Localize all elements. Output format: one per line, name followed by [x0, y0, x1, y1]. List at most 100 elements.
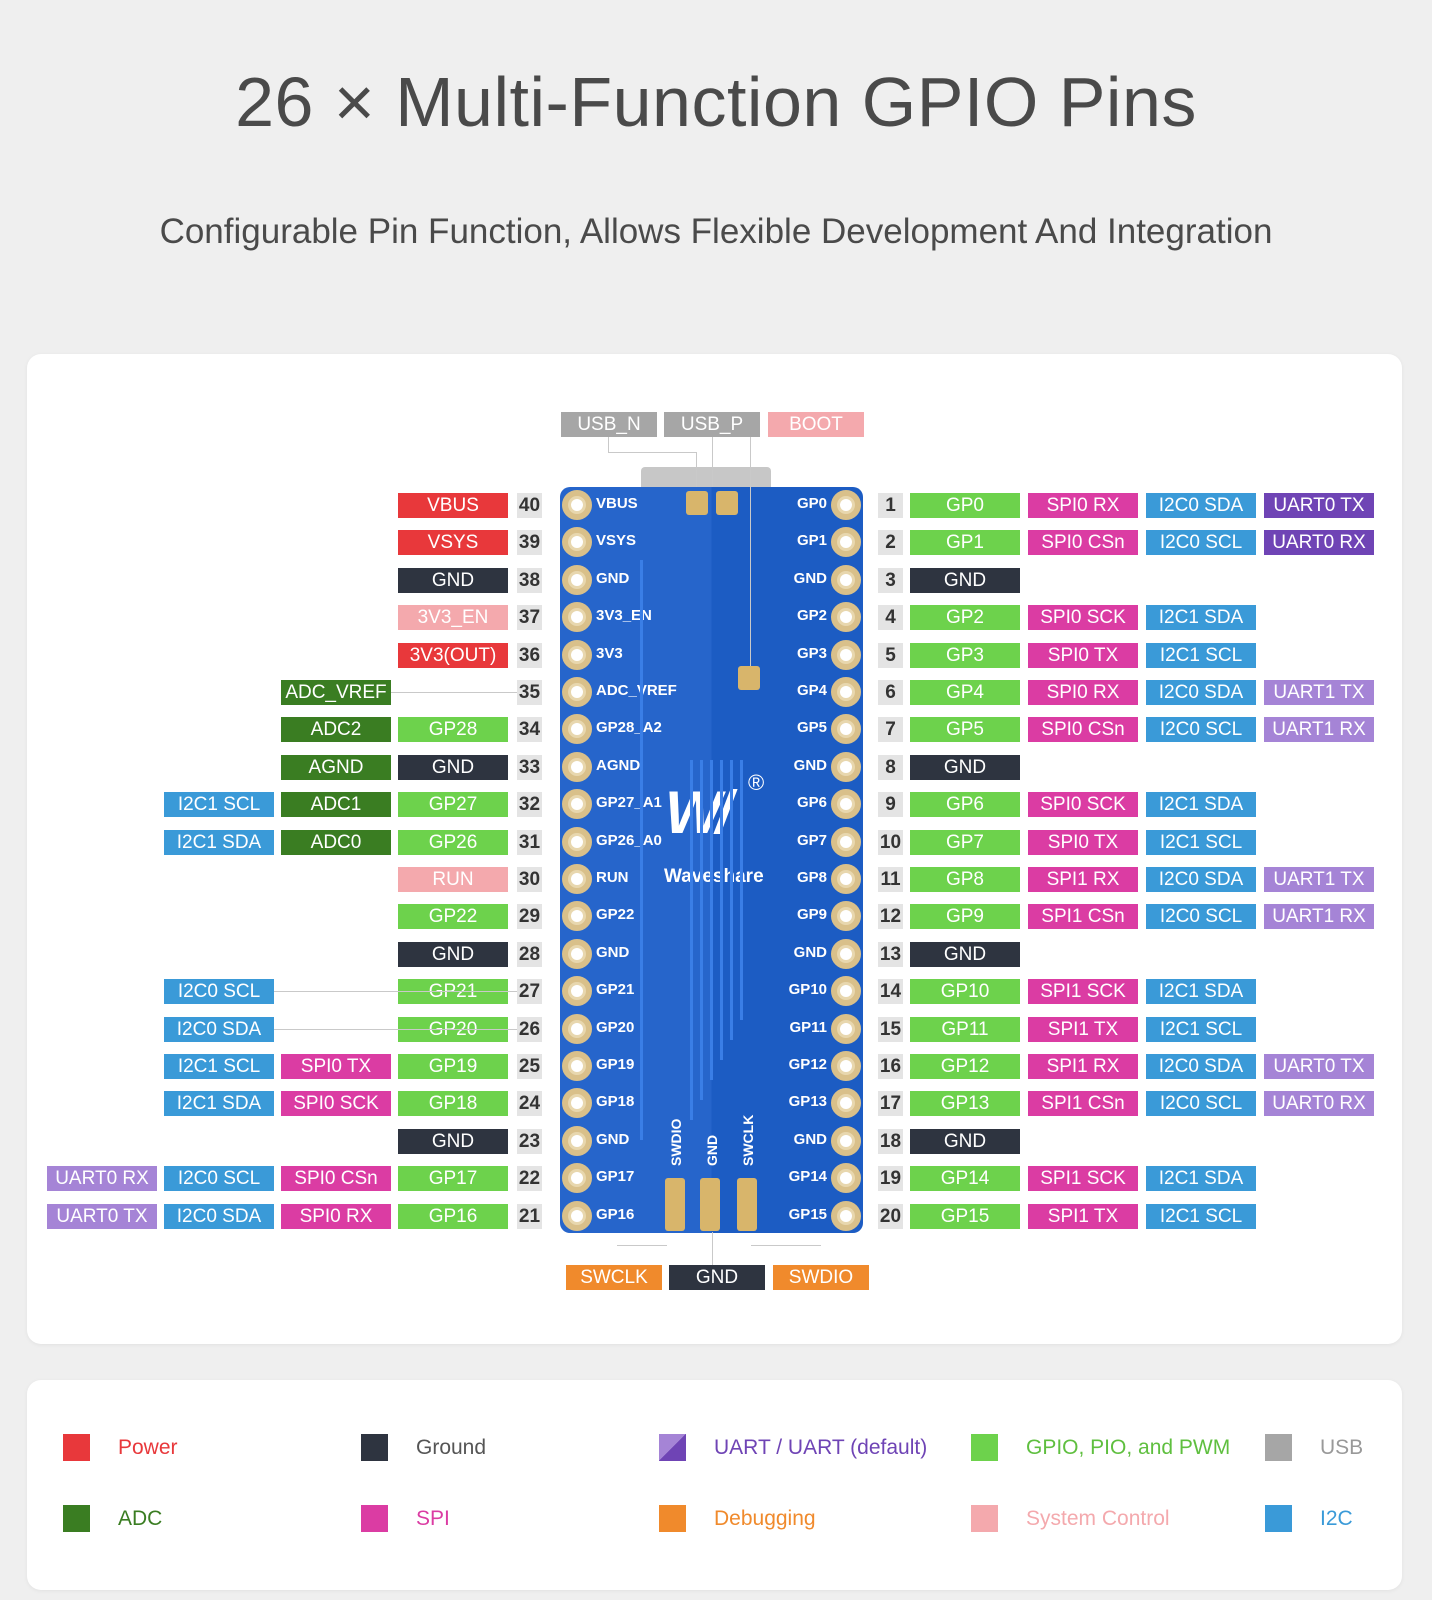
pin-number: 6: [878, 680, 903, 705]
legend-label: UART / UART (default): [714, 1435, 928, 1459]
pin-silkscreen-label: GP17: [596, 1168, 635, 1186]
legend-swatch: [659, 1505, 686, 1532]
pin-connector-line: [274, 1028, 517, 1030]
pin-function-tag: SPI0 SCK: [1028, 605, 1138, 631]
pin-pad: [562, 1125, 592, 1156]
pin-function-tag: UART0 TX: [1264, 1054, 1374, 1079]
pin-silkscreen-label: GND: [793, 569, 827, 587]
pin-function-tag: I2C0 SCL: [1146, 904, 1256, 930]
pin-silkscreen-label: GP20: [596, 1018, 635, 1036]
pin-function-tag: GP16: [398, 1203, 508, 1229]
pin-silkscreen-label: GND: [793, 943, 827, 961]
pin-number: 15: [878, 1016, 903, 1042]
legend-item: System Control: [971, 1505, 1170, 1532]
waveshare-logo-icon: W/: [665, 779, 732, 846]
pin-function-tag: GND: [910, 941, 1020, 967]
top-pin-label: BOOT: [768, 412, 864, 437]
pin-function-tag: GP4: [910, 680, 1020, 705]
pin-function-tag: SPI1 RX: [1028, 867, 1138, 892]
legend-label: ADC: [118, 1506, 163, 1530]
board-trace: [710, 760, 713, 1080]
pin-function-tag: GP22: [398, 904, 508, 930]
pin-pad: [831, 1163, 861, 1194]
pin-function-tag: VBUS: [398, 493, 508, 518]
pin-silkscreen-label: GP7: [796, 831, 827, 849]
pin-function-tag: SPI1 SCK: [1028, 979, 1138, 1005]
pin-number: 20: [878, 1203, 903, 1229]
debug-pin-label: SWCLK: [566, 1265, 662, 1290]
pin-function-tag: SPI1 RX: [1028, 1054, 1138, 1079]
swclk-line: [712, 1232, 713, 1265]
legend-swatch: [361, 1505, 388, 1532]
pin-number: 10: [878, 829, 903, 855]
pin-function-tag: GP28: [398, 717, 508, 743]
pin-pad: [831, 1088, 861, 1119]
pin-function-tag: UART0 RX: [47, 1166, 157, 1192]
legend-item: ADC: [63, 1505, 162, 1532]
pin-function-tag: ADC0: [281, 829, 391, 855]
pin-silkscreen-label: VSYS: [596, 532, 637, 550]
pin-function-tag: 3V3_EN: [398, 605, 508, 631]
pin-silkscreen-label: ADC_VREF: [596, 682, 677, 699]
legend-swatch: [1265, 1505, 1292, 1532]
pin-silkscreen-label: VBUS: [596, 495, 638, 512]
board-trace: [720, 760, 723, 1060]
pin-number: 28: [517, 941, 542, 967]
debug-pad: [700, 1178, 720, 1231]
pin-function-tag: GP19: [398, 1054, 508, 1079]
pin-pad: [562, 826, 592, 857]
top-pin-label: USB_P: [664, 412, 760, 437]
legend-label: Ground: [416, 1435, 487, 1459]
pin-pad: [562, 1200, 592, 1231]
board-trace: [640, 560, 643, 1140]
pin-pad: [831, 1051, 861, 1081]
pin-pad: [562, 901, 592, 932]
pin-function-tag: I2C1 SDA: [1146, 1166, 1256, 1192]
pin-function-tag: I2C1 SCL: [1146, 1203, 1256, 1229]
pin-pad: [831, 677, 861, 707]
pin-function-tag: GP8: [910, 867, 1020, 892]
usb-pad: [716, 491, 738, 515]
pin-number: 30: [517, 867, 542, 892]
pin-function-tag: AGND: [281, 754, 391, 780]
legend-swatch: [1265, 1434, 1292, 1461]
pin-number: 21: [517, 1203, 542, 1229]
pin-function-tag: I2C0 SDA: [1146, 867, 1256, 892]
pin-function-tag: GND: [398, 754, 508, 780]
pin-function-tag: I2C1 SCL: [164, 792, 274, 818]
pin-pad: [562, 677, 592, 707]
pin-pad: [831, 527, 861, 558]
pin-silkscreen-label: GP22: [596, 906, 635, 924]
pin-function-tag: GND: [398, 1128, 508, 1154]
pin-connector-line: [274, 991, 517, 993]
pin-function-tag: I2C1 SCL: [164, 1054, 274, 1079]
pin-silkscreen-label: GP8: [796, 869, 827, 886]
usb-p-line: [712, 437, 713, 487]
debug-silkscreen-label: SWCLK: [740, 1114, 756, 1166]
pin-number: 26: [517, 1016, 542, 1042]
pin-function-tag: I2C0 SCL: [164, 979, 274, 1005]
pin-function-tag: I2C1 SDA: [1146, 792, 1256, 818]
pin-function-tag: I2C0 SDA: [164, 1203, 274, 1229]
pin-function-tag: SPI1 TX: [1028, 1203, 1138, 1229]
pin-function-tag: SPI1 TX: [1028, 1016, 1138, 1042]
board-trace: [690, 760, 693, 1120]
legend-item: USB: [1265, 1434, 1363, 1461]
pin-function-tag: GP9: [910, 904, 1020, 930]
legend-swatch: [659, 1434, 686, 1461]
legend-item: I2C: [1265, 1505, 1353, 1532]
pin-silkscreen-label: GP1: [796, 532, 827, 550]
pin-number: 13: [878, 941, 903, 967]
pin-pad: [831, 602, 861, 633]
pin-pad: [831, 789, 861, 820]
pin-function-tag: GND: [398, 941, 508, 967]
pin-pad: [562, 490, 592, 520]
pin-number: 2: [878, 530, 903, 556]
debug-silkscreen-label: SWDIO: [668, 1118, 684, 1166]
usb-n-line: [696, 452, 697, 487]
pin-number: 4: [878, 605, 903, 631]
pin-pad: [562, 789, 592, 820]
pin-number: 24: [517, 1091, 542, 1117]
pin-function-tag: I2C1 SCL: [1146, 1016, 1256, 1042]
